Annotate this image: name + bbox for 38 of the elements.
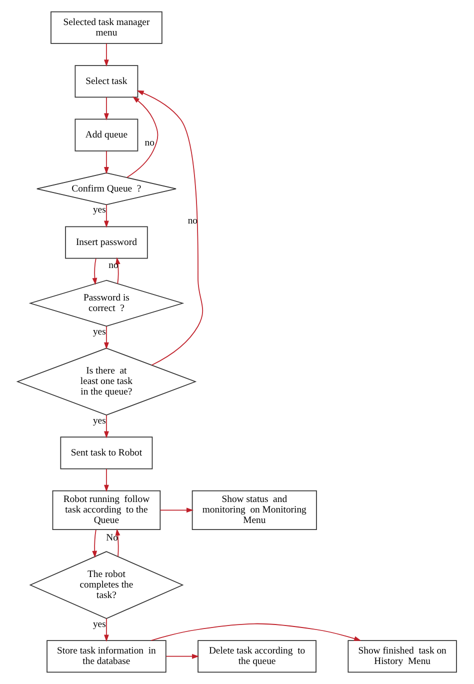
edge-label: yes — [92, 204, 106, 216]
edge-label: no — [188, 216, 198, 227]
arrow — [104, 96, 109, 120]
arrow — [104, 43, 109, 67]
node-box: Store task information in the database — [46, 640, 166, 673]
node-box: Show finished task on History Menu — [348, 640, 457, 673]
arrow — [136, 90, 204, 366]
edge-label: yes — [92, 618, 106, 630]
node-box: Robot running follow task according to the Queue — [52, 490, 161, 530]
arrow — [160, 508, 194, 513]
arrow — [126, 96, 158, 178]
edge-label: no — [108, 260, 118, 272]
node-box: Sent task to Robot — [60, 436, 153, 470]
arrow — [104, 204, 109, 228]
node-diamond: Password is correct ? — [28, 280, 184, 327]
arrow — [92, 529, 98, 558]
arrow — [92, 258, 98, 285]
edge-label: No — [106, 532, 118, 544]
node-diamond: Confirm Queue ? — [36, 172, 176, 206]
edge-label: yes — [92, 415, 106, 426]
arrow — [115, 257, 120, 284]
arrow — [104, 468, 109, 492]
node-box: Delete task according to the queue — [198, 640, 316, 673]
arrow — [104, 618, 109, 642]
node-diamond: Is there at least one task in the queue? — [16, 348, 197, 416]
arrow — [166, 654, 200, 659]
node-box: Insert password — [65, 226, 148, 259]
arrow — [104, 150, 109, 174]
edge-label: yes — [92, 326, 106, 338]
node-box: Show status and monitoring on Monitoring Menu — [192, 490, 317, 530]
node-box: Select task — [74, 65, 138, 98]
arrow — [104, 414, 109, 438]
node-box: Selected task manager menu — [50, 11, 162, 44]
edge-label: no — [144, 137, 154, 148]
arrow — [115, 528, 120, 558]
arrow — [150, 623, 362, 641]
node-box: Add queue — [74, 118, 138, 152]
arrow — [104, 326, 109, 350]
